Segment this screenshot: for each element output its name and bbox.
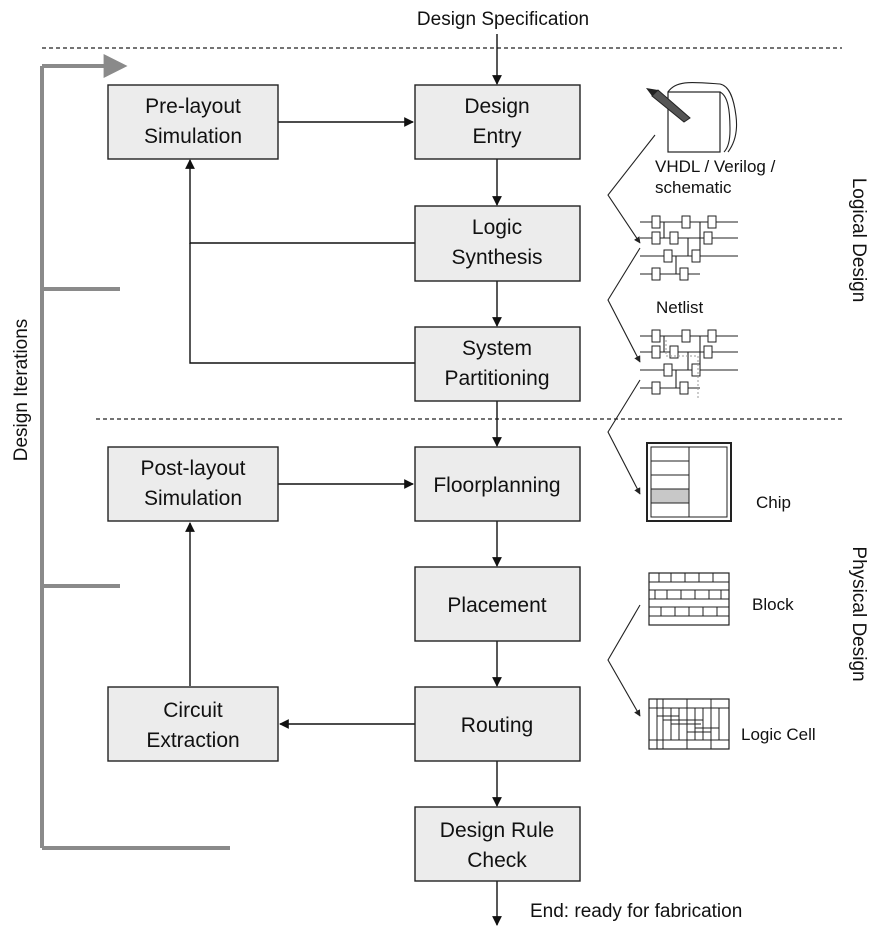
post-layout-simulation-box: Post-layout Simulation — [107, 446, 279, 522]
chip-floorplan-icon — [646, 442, 732, 522]
floorplanning-box: Floorplanning — [414, 446, 581, 522]
post-layout-simulation-line1: Post-layout — [140, 457, 245, 480]
design-rule-check-box: Design Rule Check — [414, 806, 581, 882]
leader-block-to-logic-cell — [607, 604, 641, 717]
system-partitioning-line1: System — [462, 337, 532, 360]
design-entry-line1: Design — [464, 95, 529, 118]
partitioned-netlist-icon — [640, 329, 738, 400]
feedback-partitioning-to-prelayout — [189, 243, 415, 364]
feedback-synthesis-to-prelayout — [185, 159, 415, 244]
notepad-icon — [646, 81, 738, 153]
design-entry-box: Design Entry — [414, 84, 581, 160]
netlist-schematic-icon — [640, 215, 738, 281]
logic-synthesis-box: Logic Synthesis — [414, 205, 581, 282]
leader-netlist-to-chip — [607, 379, 641, 495]
circuit-extraction-line2: Extraction — [146, 729, 239, 752]
logic-synthesis-line1: Logic — [472, 216, 522, 239]
pre-layout-simulation-line1: Pre-layout — [145, 95, 241, 118]
block-label: Block — [752, 595, 794, 614]
post-layout-simulation-line2: Simulation — [144, 487, 242, 510]
design-rule-check-line1: Design Rule — [440, 819, 554, 842]
chip-label: Chip — [756, 493, 791, 512]
block-placement-icon — [648, 572, 730, 626]
logic-cell-label: Logic Cell — [741, 725, 816, 744]
netlist-label: Netlist — [656, 298, 704, 317]
hdl-label-line1: VHDL / Verilog / — [655, 157, 776, 176]
pre-layout-simulation-box: Pre-layout Simulation — [107, 84, 279, 160]
placement-label: Placement — [447, 594, 546, 617]
design-specification-label: Design Specification — [417, 9, 589, 30]
end-label: End: ready for fabrication — [530, 901, 742, 922]
design-iterations-label: Design Iterations — [11, 319, 32, 462]
physical-design-label: Physical Design — [848, 546, 869, 681]
logic-synthesis-line2: Synthesis — [451, 246, 542, 269]
placement-box: Placement — [414, 566, 581, 642]
design-rule-check-line2: Check — [467, 849, 527, 872]
routing-label: Routing — [461, 714, 533, 737]
system-partitioning-box: System Partitioning — [414, 326, 581, 402]
circuit-extraction-line1: Circuit — [163, 699, 223, 722]
routing-box: Routing — [414, 686, 581, 762]
leader-netlist-to-partitioned — [607, 247, 641, 363]
floorplanning-label: Floorplanning — [433, 474, 560, 497]
logic-cell-routing-icon — [648, 698, 730, 750]
circuit-extraction-box: Circuit Extraction — [107, 686, 279, 762]
leader-hdl-to-netlist — [607, 134, 656, 244]
design-entry-line2: Entry — [472, 125, 522, 148]
logical-design-label: Logical Design — [848, 178, 869, 303]
pre-layout-simulation-line2: Simulation — [144, 125, 242, 148]
system-partitioning-line2: Partitioning — [444, 367, 549, 390]
design-iterations-bracket — [40, 54, 230, 850]
hdl-label-line2: schematic — [655, 178, 732, 197]
pencil-icon — [646, 88, 691, 123]
